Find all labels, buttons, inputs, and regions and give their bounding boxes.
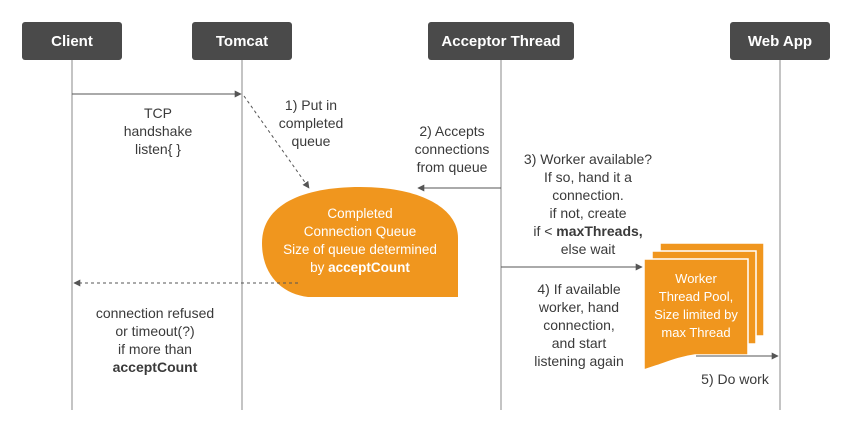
worker-thread-pool-label: Worker Thread Pool, Size limited by max … bbox=[654, 271, 738, 340]
worker-available-label: 3) Worker available? If so, hand it a co… bbox=[523, 151, 653, 257]
actor-acceptor-thread: Acceptor Thread bbox=[428, 22, 574, 60]
accepts-connections-label: 2) Accepts connections from queue bbox=[414, 123, 490, 175]
actor-web-app: Web App bbox=[730, 22, 830, 60]
do-work-label: 5) Do work bbox=[701, 371, 769, 387]
worker-thread-pool-shape bbox=[643, 242, 765, 372]
hand-connection-label: 4) If available worker, hand connection,… bbox=[534, 281, 624, 369]
actor-client: Client bbox=[22, 22, 122, 60]
connection-refused-label: connection refused or timeout(?) if more… bbox=[95, 305, 215, 375]
connection-queue-shape bbox=[262, 187, 458, 297]
put-in-queue-label: 1) Put in completed queue bbox=[278, 97, 344, 149]
put-in-queue-arrow bbox=[243, 95, 310, 189]
actor-tomcat: Tomcat bbox=[192, 22, 292, 60]
tcp-handshake-label: TCP handshake listen{ } bbox=[123, 105, 193, 157]
connection-queue-label: Completed Connection Queue Size of queue… bbox=[283, 206, 437, 275]
